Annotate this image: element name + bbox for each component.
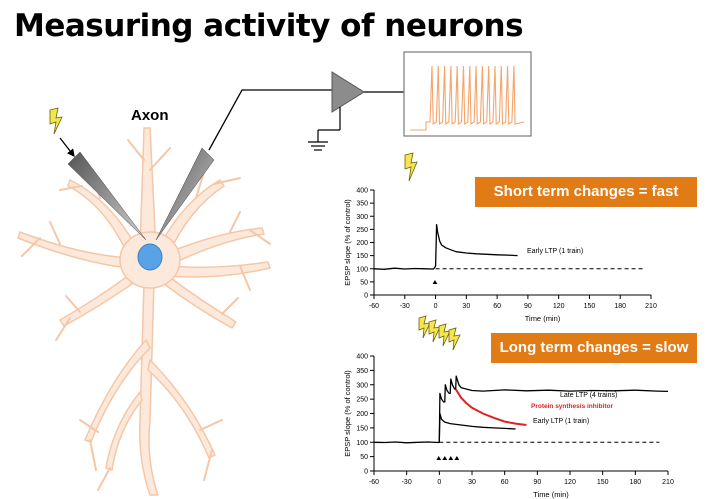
- neuron-dendrite: [67, 179, 136, 256]
- y-tick-label: 100: [356, 266, 368, 273]
- neuron-axon-branch: [105, 391, 143, 471]
- y-tick-label: 250: [356, 397, 368, 404]
- recording-wire: [208, 89, 332, 151]
- amplifier-icon: [331, 71, 365, 113]
- x-tick-label: -30: [402, 479, 412, 486]
- x-tick-label: 120: [564, 479, 576, 486]
- y-tick-label: 350: [356, 368, 368, 375]
- series-line: [373, 223, 518, 270]
- neuron-dendrite: [59, 275, 133, 327]
- x-tick-label: 150: [584, 303, 596, 310]
- x-tick-label: 60: [493, 303, 501, 310]
- stimulus-marker: [442, 456, 448, 460]
- series-line: [454, 388, 527, 426]
- y-tick-label: 50: [360, 279, 368, 286]
- x-tick-label: 60: [501, 479, 509, 486]
- x-tick-label: -60: [369, 479, 379, 486]
- ground-icon: [308, 107, 341, 151]
- spike-train: [410, 65, 525, 131]
- oscilloscope-display: [403, 51, 532, 137]
- series-label: Late LTP (4 trains): [560, 392, 617, 399]
- spike-trace: [410, 65, 525, 131]
- neuron-nucleus: [137, 243, 163, 271]
- electrode-left: [67, 151, 147, 241]
- electrode-right: [155, 147, 215, 241]
- series-label: Early LTP (1 train): [527, 248, 583, 255]
- stimulus-marker: [432, 280, 438, 284]
- neuron-dendrite: [169, 261, 271, 278]
- y-axis-label: EPSP slope (% of control): [343, 370, 352, 457]
- x-axis-label: Time (min): [533, 490, 569, 499]
- series-line: [373, 375, 669, 444]
- y-tick-label: 100: [356, 440, 368, 447]
- y-axis-label: EPSP slope (% of control): [343, 199, 352, 286]
- x-tick-label: 210: [662, 479, 674, 486]
- slide-title: Measuring activity of neurons: [14, 8, 524, 44]
- x-tick-label: 180: [614, 303, 626, 310]
- lightning-icon: [49, 107, 63, 135]
- stimulus-marker: [454, 456, 460, 460]
- x-axis-label: Time (min): [525, 314, 561, 323]
- x-tick-label: 180: [629, 479, 641, 486]
- x-tick-label: 0: [434, 303, 438, 310]
- lightning-icon: [438, 323, 451, 347]
- callout-short-term: Short term changes = fast: [475, 177, 697, 207]
- stimulus-arrow: [59, 137, 75, 158]
- lightning-icon: [448, 327, 461, 351]
- lightning-icon: [418, 315, 431, 339]
- x-tick-label: 150: [597, 479, 609, 486]
- neuron-dendrite: [169, 227, 265, 265]
- neuron-dendrite: [17, 231, 131, 269]
- neuron-dendrite: [163, 275, 237, 329]
- x-tick-label: 90: [533, 479, 541, 486]
- series-label: Early LTP (1 train): [533, 418, 589, 425]
- chart-long-term: 0 50 100 150 200 250 300 350 400 -60 -30 0 30 60 90 120…: [343, 354, 674, 499]
- y-tick-label: 200: [356, 411, 368, 418]
- y-tick-label: 300: [356, 382, 368, 389]
- x-tick-label: 0: [437, 479, 441, 486]
- neuron-axon: [138, 281, 159, 496]
- y-tick-label: 250: [356, 227, 368, 234]
- y-tick-label: 400: [356, 354, 368, 361]
- y-tick-label: 150: [356, 425, 368, 432]
- y-tick-label: 0: [364, 293, 368, 300]
- y-tick-label: 0: [364, 469, 368, 476]
- lightning-icon: [428, 319, 441, 343]
- neuron: [17, 127, 271, 496]
- y-tick-label: 300: [356, 214, 368, 221]
- x-tick-label: 210: [645, 303, 657, 310]
- stimulus-marker: [448, 456, 454, 460]
- y-tick-label: 400: [356, 188, 368, 195]
- y-tick-label: 150: [356, 253, 368, 260]
- lightning-icon: [404, 152, 418, 182]
- x-tick-label: 90: [524, 303, 532, 310]
- x-tick-label: -60: [369, 303, 379, 310]
- stimulus-marker: [436, 456, 442, 460]
- y-tick-label: 50: [360, 454, 368, 461]
- x-tick-label: 30: [468, 479, 476, 486]
- callout-long-term: Long term changes = slow: [491, 333, 697, 363]
- series-line: [438, 412, 516, 443]
- neuron-axon-branch: [147, 359, 216, 459]
- y-tick-label: 350: [356, 201, 368, 208]
- x-tick-label: 120: [553, 303, 565, 310]
- lightning-cluster: [418, 315, 461, 351]
- y-tick-label: 200: [356, 240, 368, 247]
- x-tick-label: -30: [400, 303, 410, 310]
- chart-short-term: 0 50 100 150 200 250 300 350 400 -60 -30 0 30 60 90 120…: [343, 188, 657, 324]
- axon-label: Axon: [131, 107, 169, 124]
- x-tick-label: 30: [462, 303, 470, 310]
- series-label: Protein synthesis inhibitor: [531, 403, 613, 410]
- neuron-dendrite: [159, 179, 225, 256]
